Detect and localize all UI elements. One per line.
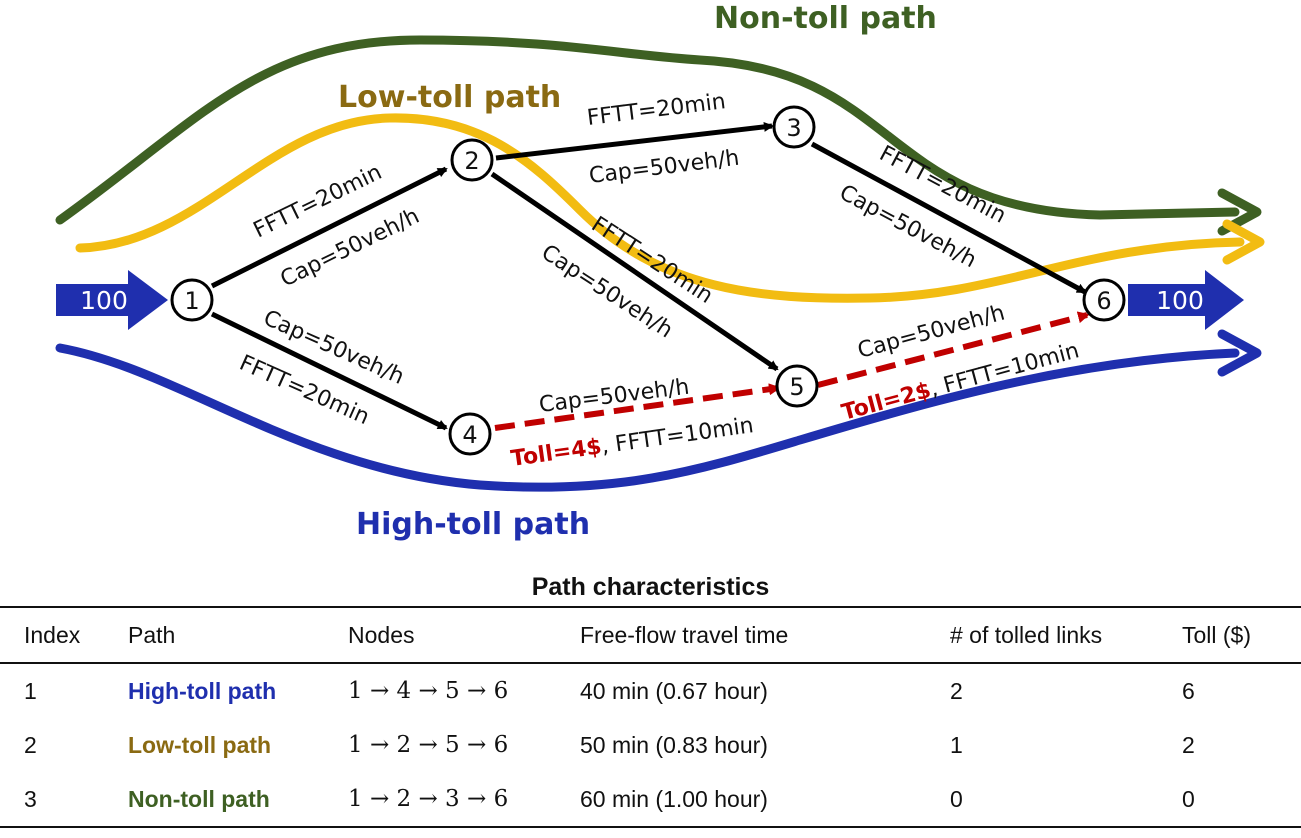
link-5-6-cap: Cap=50veh/h: [855, 301, 1007, 364]
table-row: 3 Non-toll path 1 → 2 → 3 → 6 60 min (1.…: [0, 772, 1301, 827]
header-tolled-links: # of tolled links: [950, 621, 1103, 648]
inflow-label: 100: [80, 286, 128, 315]
header-index: Index: [24, 621, 81, 648]
table-row: 2 Low-toll path 1 → 2 → 5 → 6 50 min (0.…: [0, 718, 1301, 772]
high-toll-path-label: High-toll path: [356, 507, 590, 542]
link-4-5-toll-value: Toll=4$: [509, 434, 603, 471]
table-row: 1 High-toll path 1 → 4 → 5 → 6 40 min (0…: [0, 663, 1301, 718]
cell-toll: 0: [1182, 785, 1195, 812]
svg-text:4: 4: [462, 421, 477, 449]
node-1: 1: [170, 278, 214, 322]
link-4-5-fftt: , FFTT=10min: [600, 413, 755, 459]
node-2: 2: [450, 138, 494, 182]
cell-path: Non-toll path: [128, 785, 270, 812]
svg-text:3: 3: [786, 114, 801, 142]
link-3-6: [810, 141, 1087, 295]
link-2-5: [490, 171, 779, 372]
cell-fftt: 60 min (1.00 hour): [580, 785, 768, 812]
low-toll-path-arrowhead: [1222, 219, 1265, 265]
cell-tolled-links: 2: [950, 677, 963, 704]
header-toll: Toll ($): [1182, 621, 1252, 648]
cell-tolled-links: 1: [950, 731, 963, 758]
outflow-arrow: [1128, 270, 1244, 330]
svg-text:5: 5: [789, 373, 804, 401]
header-fftt: Free-flow travel time: [580, 621, 789, 648]
node-6: 6: [1082, 278, 1126, 322]
low-toll-path-curve: [75, 113, 1245, 303]
header-nodes: Nodes: [348, 621, 415, 648]
non-toll-path-label: Non-toll path: [714, 1, 937, 36]
cell-fftt: 50 min (0.83 hour): [580, 731, 768, 758]
node-3: 3: [772, 105, 816, 149]
high-toll-path-arrowhead: [1217, 329, 1262, 377]
high-toll-path-curve: [55, 343, 1240, 492]
link-5-6-toll: [817, 311, 1090, 388]
non-toll-path-curve: [55, 35, 1240, 225]
cell-tolled-links: 0: [950, 785, 963, 812]
inflow-arrow: [56, 270, 168, 330]
node-4: 4: [448, 412, 492, 456]
svg-text:2: 2: [464, 147, 479, 175]
svg-text:1: 1: [184, 287, 199, 315]
cell-toll: 6: [1182, 677, 1195, 704]
cell-index: 2: [24, 731, 37, 758]
path-characteristics-section: Path characteristics Index Path Nodes Fr…: [0, 568, 1301, 828]
cell-path: Low-toll path: [128, 731, 272, 758]
low-toll-path-label: Low-toll path: [338, 80, 561, 115]
link-4-5-toll: [494, 383, 781, 431]
link-2-3: [495, 121, 774, 161]
cell-toll: 2: [1182, 731, 1195, 758]
link-1-4: [210, 311, 448, 431]
cell-nodes: 1 → 4 → 5 → 6: [348, 678, 509, 704]
cell-index: 1: [24, 677, 37, 704]
table-header-row: Index Path Nodes Free-flow travel time #…: [0, 607, 1301, 663]
table-title: Path characteristics: [531, 573, 770, 601]
path-characteristics-table: Index Path Nodes Free-flow travel time #…: [0, 606, 1301, 828]
cell-index: 3: [24, 785, 37, 812]
cell-nodes: 1 → 2 → 3 → 6: [348, 786, 509, 812]
link-2-3-fftt: FFTT=20min: [586, 89, 727, 131]
cell-fftt: 40 min (0.67 hour): [580, 677, 768, 704]
svg-text:6: 6: [1096, 287, 1111, 315]
cell-nodes: 1 → 2 → 5 → 6: [348, 732, 509, 758]
header-path: Path: [128, 621, 176, 648]
link-2-3-cap: Cap=50veh/h: [588, 146, 741, 189]
outflow-label: 100: [1156, 286, 1204, 315]
link-1-2: [210, 166, 448, 289]
cell-path: High-toll path: [128, 677, 277, 704]
node-5: 5: [775, 364, 819, 408]
network-diagram: 100 100 1 2 3 4 5 6 Non-toll path Low-to…: [55, 1, 1265, 542]
